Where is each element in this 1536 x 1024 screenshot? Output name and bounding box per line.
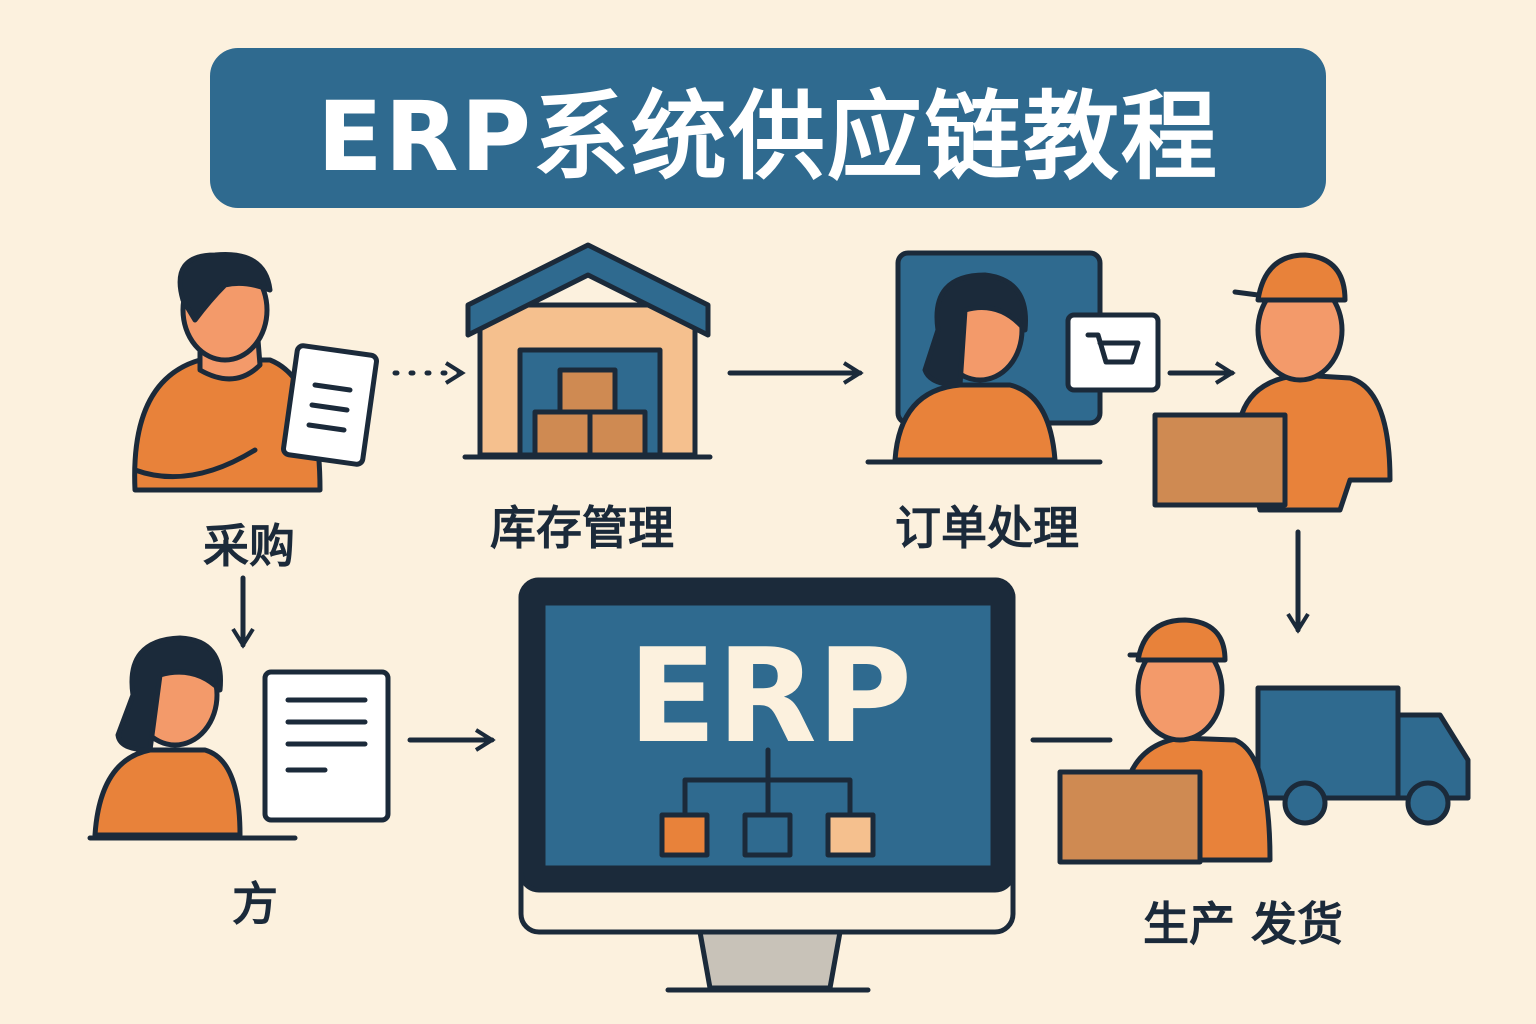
- package-icon: [1057, 769, 1203, 865]
- shipping-person-icon: [1057, 617, 1273, 865]
- finance-person-icon: [87, 635, 391, 841]
- delivery-person-icon: [1152, 252, 1393, 513]
- flow-arrows: [231, 361, 1310, 752]
- erp-screen-label: ERP: [627, 620, 913, 772]
- page-title: ERP系统供应链教程: [317, 80, 1219, 193]
- step-label-production-shipping: 生产 发货: [1143, 897, 1344, 951]
- erp-monitor-icon: [518, 577, 1016, 993]
- step-label-purchasing: 采购: [203, 519, 295, 573]
- warehouse-icon: [462, 242, 713, 460]
- step-label-finance: 方: [232, 877, 278, 931]
- order-screen-icon: [865, 250, 1161, 465]
- cart-icon: [1065, 312, 1161, 393]
- step-label-orders: 订单处理: [895, 501, 1079, 555]
- clipboard-icon: [281, 343, 379, 467]
- truck-icon: [1255, 685, 1471, 826]
- purchaser-person-icon: [132, 251, 323, 493]
- step-label-inventory: 库存管理: [490, 501, 674, 555]
- package-icon: [1152, 412, 1288, 508]
- title-banner: ERP系统供应链教程: [210, 48, 1326, 208]
